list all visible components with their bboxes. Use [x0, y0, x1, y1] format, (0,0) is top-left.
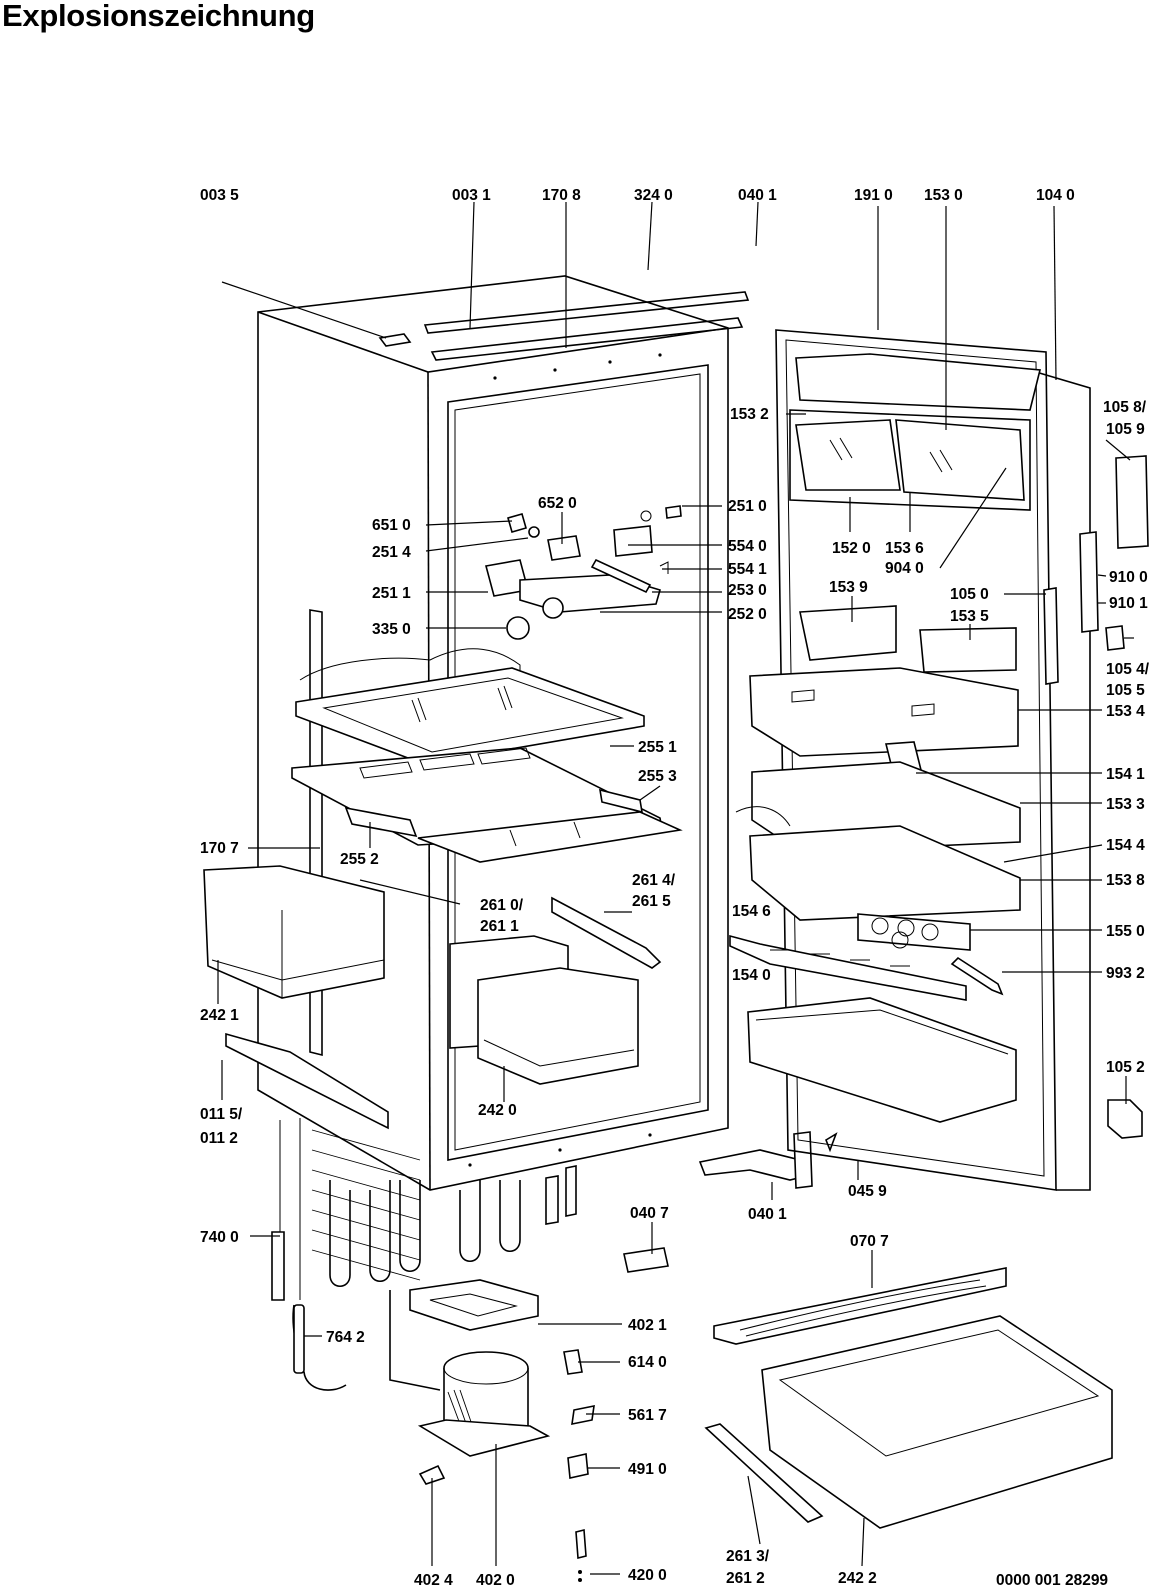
- part-label: 242 1: [200, 1007, 239, 1024]
- part-label: 105 5: [1106, 682, 1145, 699]
- part-label: 261 0/: [480, 897, 524, 914]
- part-label: 105 0: [950, 586, 989, 603]
- part-label: 554 0: [728, 538, 767, 555]
- part-label: 153 2: [730, 406, 769, 423]
- part-label: 040 7: [630, 1205, 669, 1222]
- door-drawing: [729, 329, 1149, 1191]
- part-label: 191 0: [854, 187, 893, 204]
- part-label: 261 2: [726, 1570, 765, 1587]
- part-label: 251 4: [372, 544, 411, 561]
- part-label: 003 5: [200, 187, 239, 204]
- part-label: 153 9: [829, 579, 868, 596]
- part-label: 251 0: [728, 498, 767, 515]
- part-label: 153 8: [1106, 872, 1145, 889]
- part-label: 651 0: [372, 517, 411, 534]
- part-label: 420 0: [628, 1567, 667, 1584]
- part-label: 105 9: [1106, 421, 1145, 438]
- page-title: Explosionszeichnung: [2, 0, 315, 33]
- leader-lines: [217, 201, 1134, 1575]
- part-labels: 003 5 003 1 170 8 324 0 040 1 191 0 153 …: [200, 187, 1150, 1588]
- part-label: 261 3/: [726, 1548, 770, 1565]
- part-label: 154 4: [1106, 837, 1145, 854]
- part-label: 652 0: [538, 495, 577, 512]
- part-label: 255 3: [638, 768, 677, 785]
- part-label: 740 0: [200, 1229, 239, 1246]
- part-label: 003 1: [452, 187, 491, 204]
- crisper-drawers: [203, 865, 662, 1085]
- part-label: 242 2: [838, 1570, 877, 1587]
- part-label: 104 0: [1036, 187, 1075, 204]
- part-label: 252 0: [728, 606, 767, 623]
- part-label: 154 0: [732, 967, 771, 984]
- part-label: 402 0: [476, 1572, 515, 1588]
- part-label: 335 0: [372, 621, 411, 638]
- part-label: 105 2: [1106, 1059, 1145, 1076]
- cabinet-drawing: [257, 275, 750, 1191]
- part-label: 554 1: [728, 561, 767, 578]
- glass-shelves: [291, 667, 683, 863]
- drawing-number: 0000 001 28299: [996, 1572, 1108, 1588]
- part-label: 253 0: [728, 582, 767, 599]
- part-label: 255 1: [638, 739, 677, 756]
- part-label: 910 0: [1109, 569, 1148, 586]
- part-label: 040 1: [748, 1206, 787, 1223]
- part-label: 251 1: [372, 585, 411, 602]
- part-label: 261 5: [632, 893, 671, 910]
- part-label: 152 0: [832, 540, 871, 557]
- part-label: 324 0: [634, 187, 673, 204]
- part-label: 561 7: [628, 1407, 667, 1424]
- part-label: 402 4: [414, 1572, 453, 1588]
- part-label: 154 6: [732, 903, 771, 920]
- part-label: 011 2: [200, 1130, 238, 1147]
- part-label: 105 8/: [1103, 399, 1147, 416]
- part-label: 261 1: [480, 918, 519, 935]
- part-label: 105 4/: [1106, 661, 1150, 678]
- part-label: 614 0: [628, 1354, 667, 1371]
- part-label: 153 0: [924, 187, 963, 204]
- part-label: 045 9: [848, 1183, 887, 1200]
- part-label: 153 5: [950, 608, 989, 625]
- part-label: 154 1: [1106, 766, 1145, 783]
- part-label: 764 2: [326, 1329, 365, 1346]
- part-label: 070 7: [850, 1233, 889, 1250]
- part-label: 153 4: [1106, 703, 1145, 720]
- part-label: 155 0: [1106, 923, 1145, 940]
- part-label: 910 1: [1109, 595, 1148, 612]
- bottom-hinge-and-condenser: [225, 1032, 838, 1582]
- part-label: 904 0: [885, 560, 924, 577]
- part-label: 261 4/: [632, 872, 676, 889]
- part-label: 170 7: [200, 840, 239, 857]
- part-label: 993 2: [1106, 965, 1145, 982]
- part-label: 153 3: [1106, 796, 1145, 813]
- part-label: 255 2: [340, 851, 379, 868]
- part-label: 402 1: [628, 1317, 667, 1334]
- cover-strip-and-tray: [704, 1267, 1113, 1529]
- part-label: 170 8: [542, 187, 581, 204]
- part-label: 040 1: [738, 187, 777, 204]
- thermostat-light-assembly: [485, 505, 682, 640]
- part-label: 011 5/: [200, 1106, 243, 1123]
- part-label: 491 0: [628, 1461, 667, 1478]
- part-label: 153 6: [885, 540, 924, 557]
- part-label: 242 0: [478, 1102, 517, 1119]
